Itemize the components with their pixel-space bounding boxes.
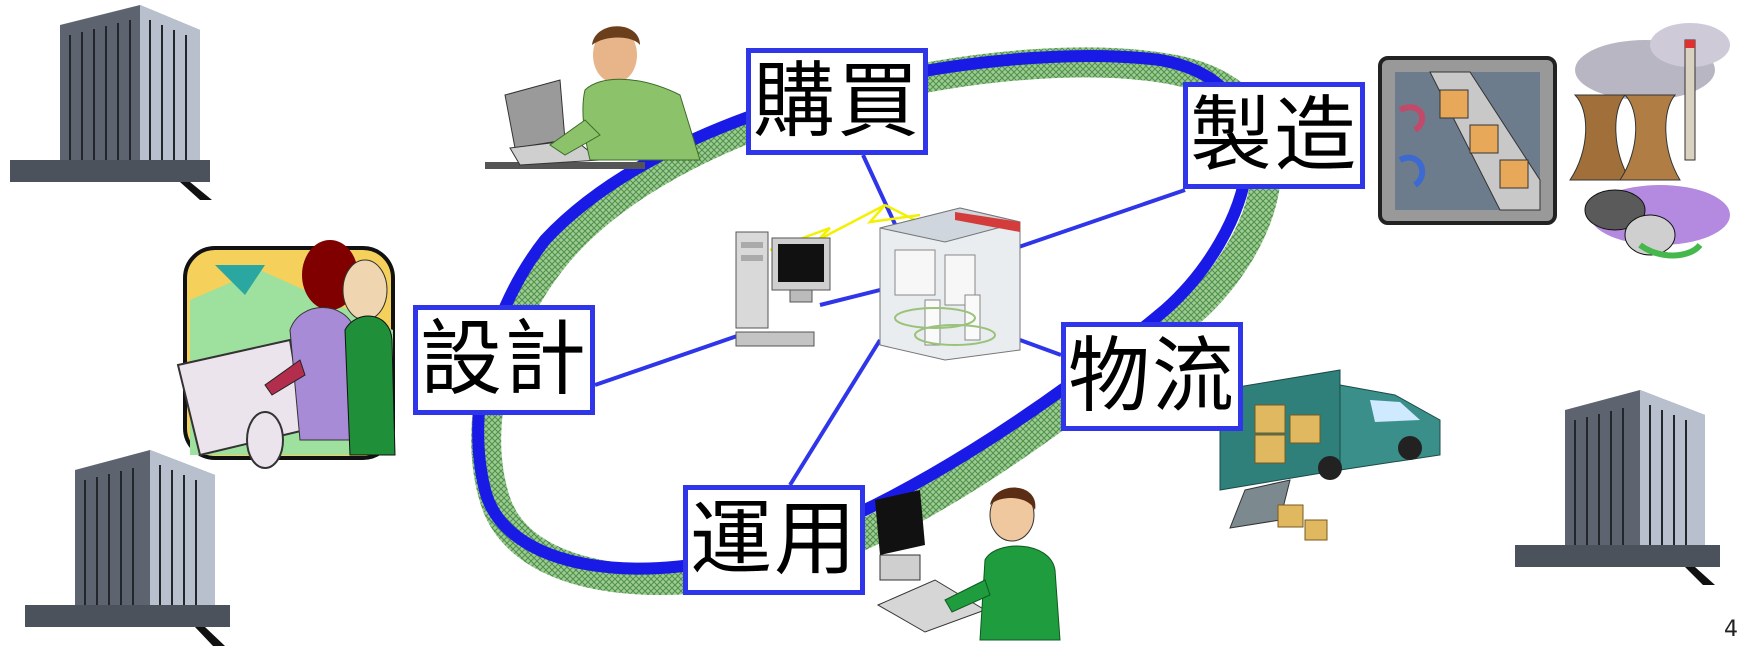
page-number: 4 [1724, 617, 1738, 642]
label-kobai: 購買 [746, 48, 928, 155]
connectors [594, 154, 1186, 487]
connector-unyo [788, 338, 882, 487]
power-plant-icon [1569, 23, 1730, 259]
desktop-computer-icon [735, 231, 831, 347]
label-seizo: 製造 [1183, 82, 1365, 189]
server-rack-icon [879, 207, 1021, 361]
woman-at-computer-icon [875, 487, 1061, 641]
office-building-icon-top-left [10, 5, 212, 200]
office-building-icon-bottom-left [25, 450, 230, 646]
designers-with-blueprint-icon [176, 240, 396, 469]
label-butsuryu: 物流 [1061, 322, 1243, 431]
connector-sekkei [594, 333, 741, 387]
label-sekkei: 設計 [413, 305, 595, 415]
office-building-icon-bottom-right [1515, 390, 1720, 585]
connector-butsuryu [1019, 338, 1062, 357]
connector-kobai [861, 154, 902, 236]
connector-seizo [1009, 188, 1186, 252]
label-unyo: 運用 [683, 485, 865, 595]
delivery-truck-icon [1219, 369, 1441, 541]
man-at-laptop-icon [485, 26, 701, 169]
factory-conveyor-icon [1378, 56, 1557, 225]
